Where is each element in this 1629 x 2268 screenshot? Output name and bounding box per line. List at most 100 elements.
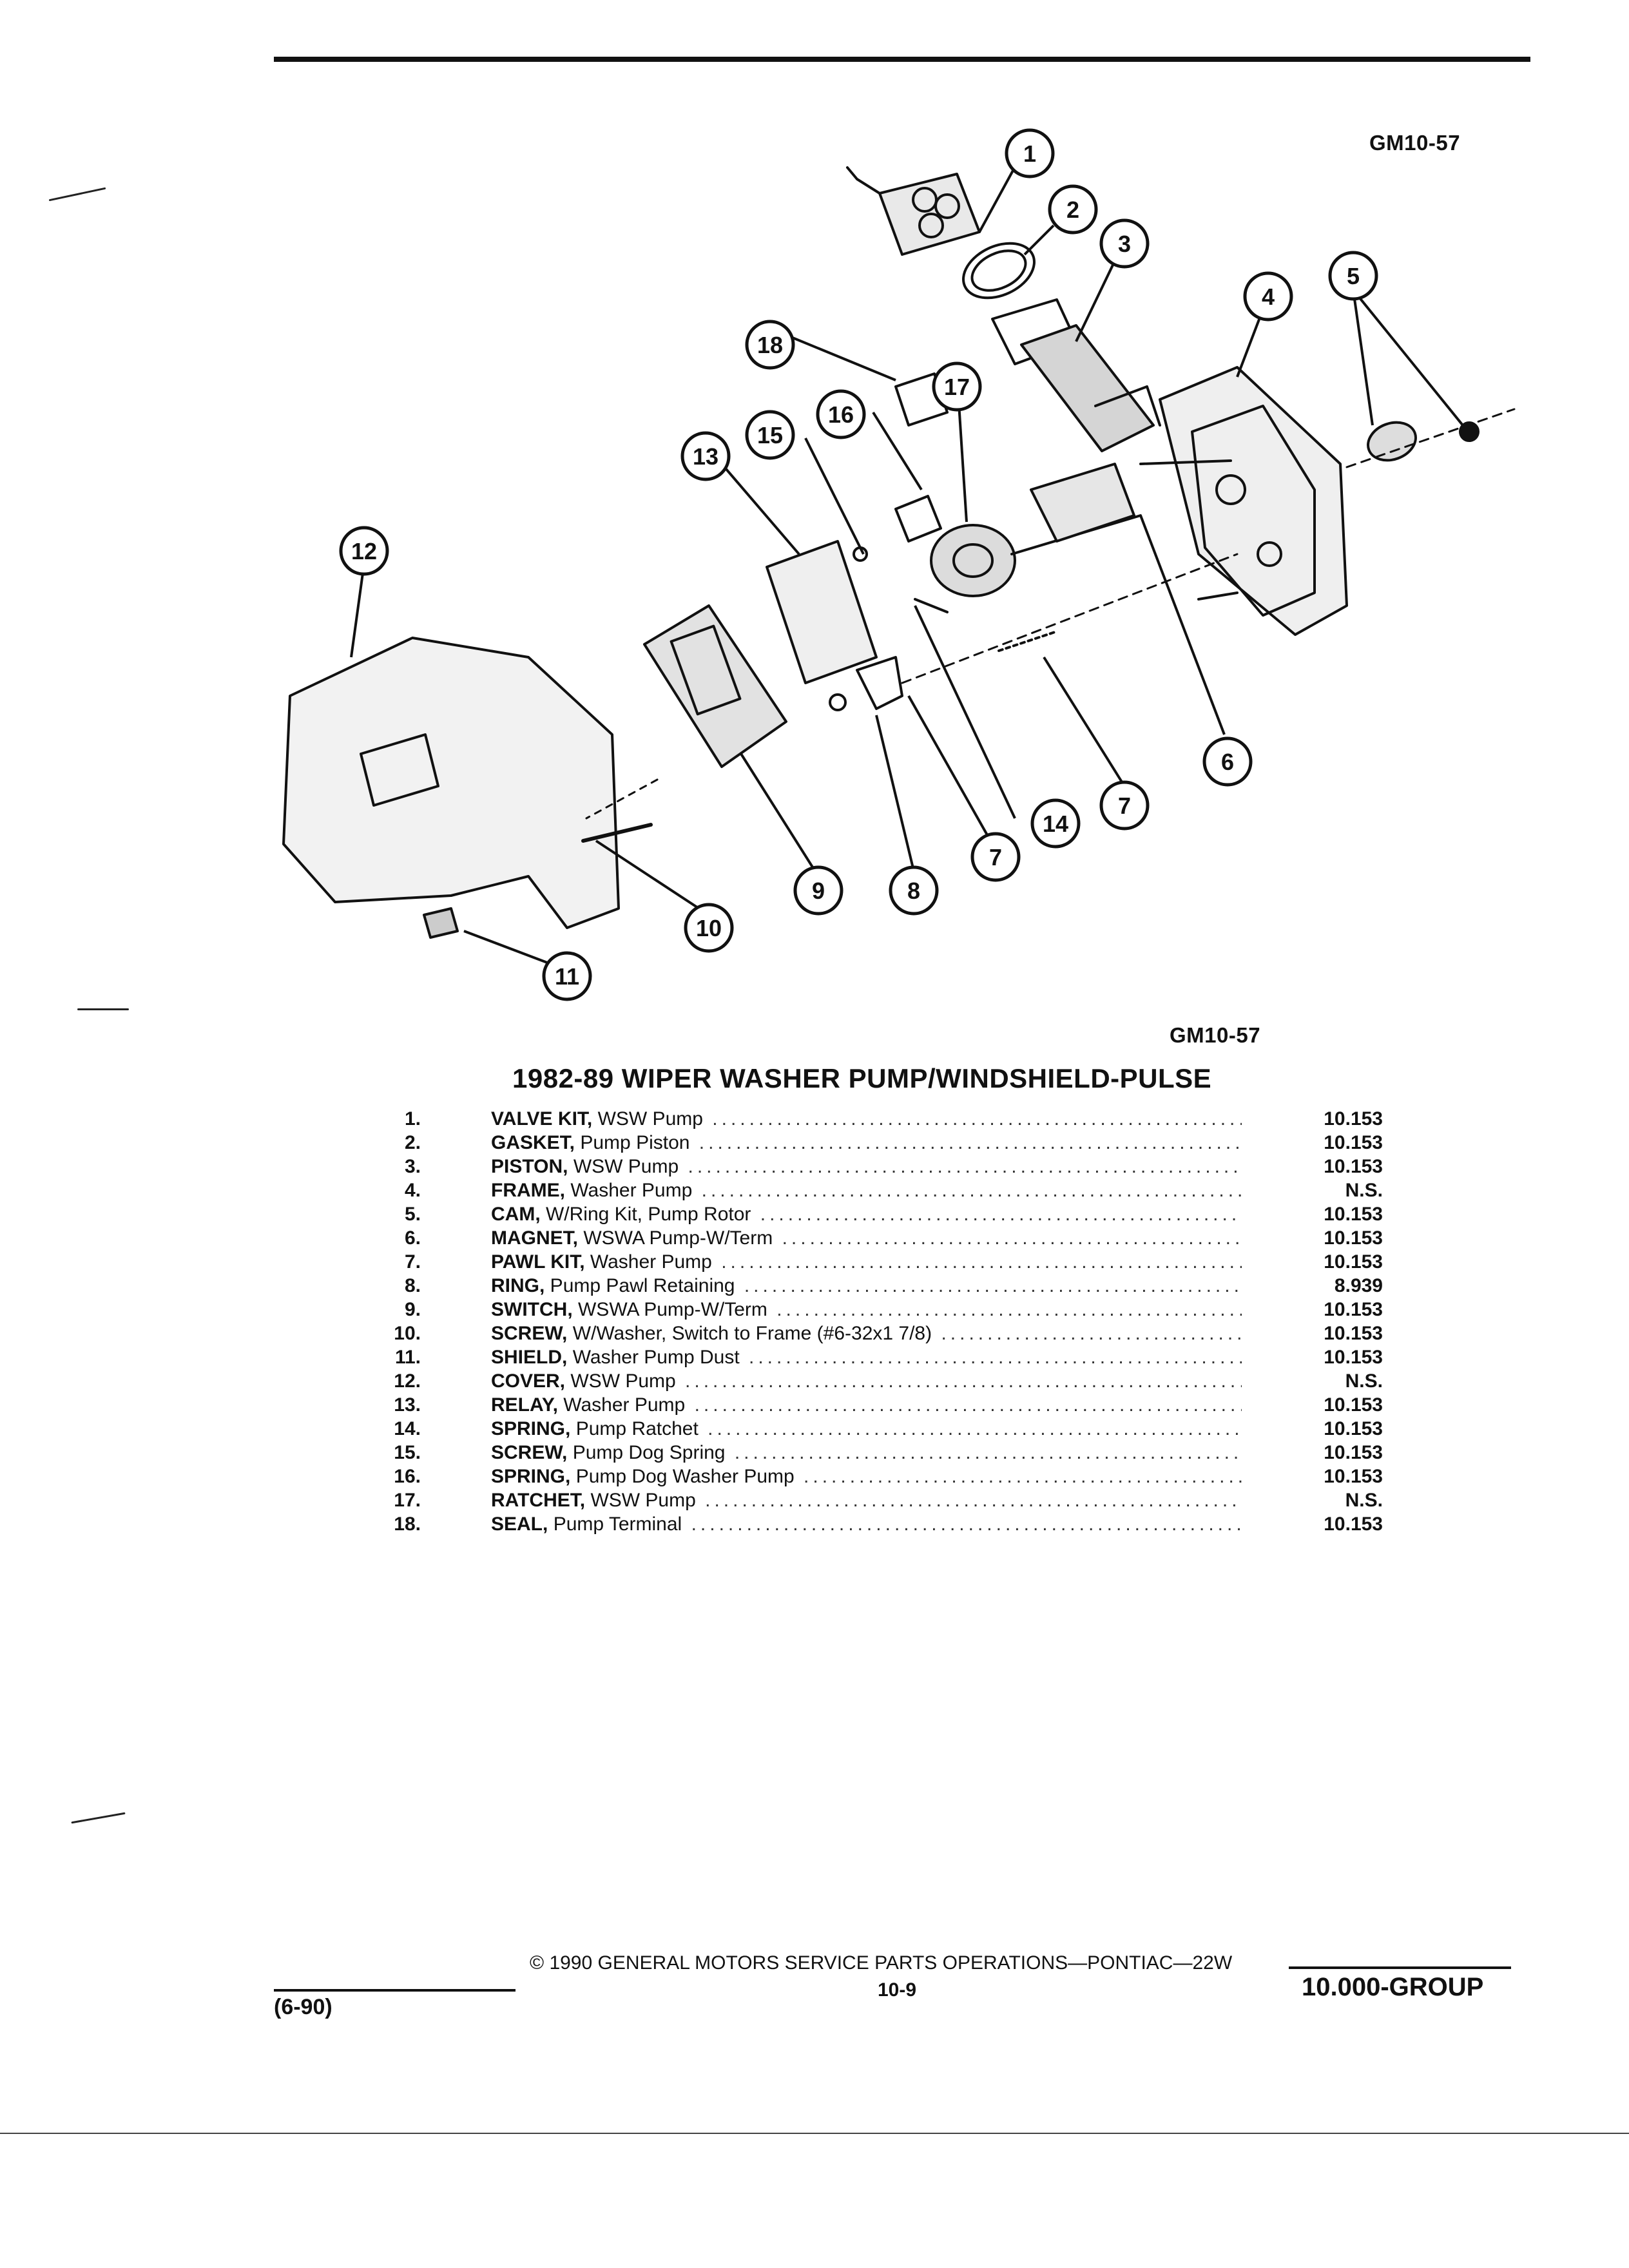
svg-text:2: 2 bbox=[1066, 197, 1079, 223]
part-name: SCREW, bbox=[491, 1323, 568, 1344]
part-description: SEAL, Pump Terminal ....................… bbox=[491, 1514, 1242, 1535]
part-name: VALVE KIT, bbox=[491, 1108, 593, 1129]
callout-4: 4 bbox=[1243, 271, 1293, 322]
svg-text:15: 15 bbox=[757, 422, 783, 448]
gasket-drawing bbox=[962, 242, 1036, 300]
part-description: SCREW, Pump Dog Spring .................… bbox=[491, 1442, 1242, 1463]
frame-drawing bbox=[1139, 366, 1348, 636]
part-number: 11. bbox=[394, 1347, 421, 1368]
part-number: 2. bbox=[404, 1132, 421, 1153]
valve-kit-drawing bbox=[846, 166, 981, 256]
part-description: MAGNET, WSWA Pump-W/Term ...............… bbox=[491, 1227, 1242, 1249]
svg-text:17: 17 bbox=[944, 374, 970, 400]
page-title: 1982-89 WIPER WASHER PUMP/WINDSHIELD-PUL… bbox=[512, 1063, 1212, 1093]
part-row: 5.CAM, W/Ring Kit, Pump Rotor ..........… bbox=[0, 1202, 1629, 1226]
figure-code-bottom: GM10-57 bbox=[1170, 1023, 1261, 1047]
part-detail: Pump Ratchet bbox=[570, 1418, 699, 1439]
part-detail: Pump Piston bbox=[575, 1132, 690, 1153]
callout-7a: 7 bbox=[1099, 780, 1150, 831]
part-row: 2.GASKET, Pump Piston ..................… bbox=[0, 1131, 1629, 1155]
part-row: 7.PAWL KIT, Washer Pump ................… bbox=[0, 1250, 1629, 1274]
part-name: SPRING, bbox=[491, 1466, 571, 1487]
part-row: 16.SPRING, Pump Dog Washer Pump ........… bbox=[0, 1465, 1629, 1488]
part-number: 16. bbox=[394, 1466, 421, 1487]
part-description: COVER, WSW Pump ........................… bbox=[491, 1370, 1242, 1392]
part-detail: WSW Pump bbox=[592, 1108, 703, 1129]
part-detail: Washer Pump bbox=[557, 1394, 686, 1416]
callout-17: 17 bbox=[932, 361, 982, 412]
part-detail: WSWA Pump-W/Term bbox=[578, 1227, 773, 1249]
ratchet-drawing bbox=[930, 463, 1142, 597]
part-name: PAWL KIT, bbox=[491, 1251, 585, 1273]
top-rule bbox=[274, 57, 1530, 62]
part-number: 12. bbox=[394, 1370, 421, 1392]
callout-5: 5 bbox=[1328, 251, 1378, 301]
part-detail: W/Ring Kit, Pump Rotor bbox=[540, 1204, 751, 1225]
callout-16: 16 bbox=[816, 389, 866, 439]
part-group-code: 8.939 bbox=[1334, 1275, 1383, 1296]
part-row: 11. SHIELD, Washer Pump Dust ............… bbox=[0, 1345, 1629, 1369]
dust-shield-drawing bbox=[423, 907, 459, 939]
part-number: 14. bbox=[394, 1418, 421, 1439]
screw-drawing bbox=[581, 823, 653, 843]
retaining-ring-drawing bbox=[829, 693, 847, 711]
callout-10: 10 bbox=[684, 903, 734, 953]
part-number: 4. bbox=[404, 1180, 421, 1201]
svg-text:18: 18 bbox=[757, 332, 783, 358]
part-detail: WSW Pump bbox=[565, 1370, 676, 1392]
part-row: 6. MAGNET, WSWA Pump-W/Term .............… bbox=[0, 1226, 1629, 1250]
part-row: 1.VALVE KIT, WSW Pump ..................… bbox=[0, 1107, 1629, 1131]
callout-2: 2 bbox=[1048, 184, 1098, 235]
part-row: 9.SWITCH, WSWA Pump-W/Term .............… bbox=[0, 1298, 1629, 1321]
svg-text:10: 10 bbox=[696, 915, 722, 941]
part-detail: Washer Pump Dust bbox=[567, 1347, 740, 1368]
part-group-code: 10.153 bbox=[1324, 1466, 1383, 1487]
part-description: FRAME, Washer Pump .....................… bbox=[491, 1180, 1242, 1201]
part-group-code: 10.153 bbox=[1324, 1394, 1383, 1416]
part-detail: Washer Pump bbox=[584, 1251, 712, 1273]
part-description: SPRING, Pump Ratchet ...................… bbox=[491, 1418, 1242, 1439]
part-name: SCREW, bbox=[491, 1442, 568, 1463]
part-name: MAGNET, bbox=[491, 1227, 578, 1249]
part-number: 15. bbox=[394, 1442, 421, 1463]
part-row: 12. COVER, WSW Pump .....................… bbox=[0, 1369, 1629, 1393]
pump-cover-drawing bbox=[282, 637, 620, 929]
part-description: CAM, W/Ring Kit, Pump Rotor ............… bbox=[491, 1204, 1242, 1225]
part-detail: Pump Terminal bbox=[548, 1514, 682, 1535]
part-description: RATCHET, WSW Pump ......................… bbox=[491, 1490, 1242, 1511]
part-detail: Pump Dog Spring bbox=[567, 1442, 726, 1463]
svg-text:13: 13 bbox=[693, 443, 718, 470]
part-group-code: 10.153 bbox=[1324, 1156, 1383, 1177]
part-group-code: 10.153 bbox=[1324, 1323, 1383, 1344]
part-description: SHIELD, Washer Pump Dust ...............… bbox=[491, 1347, 1242, 1368]
callout-6: 6 bbox=[1202, 736, 1253, 787]
part-group-code: N.S. bbox=[1345, 1180, 1383, 1201]
svg-text:4: 4 bbox=[1262, 284, 1275, 310]
part-number: 6. bbox=[404, 1227, 421, 1249]
part-number: 18. bbox=[394, 1514, 421, 1535]
scan-mark bbox=[71, 1812, 126, 1824]
part-group-code: 10.153 bbox=[1324, 1442, 1383, 1463]
exploded-parts-diagram: 1 2 3 4 5 6 7 7 8 9 10 11 12 13 14 15 16… bbox=[282, 128, 1516, 1001]
callout-11: 11 bbox=[542, 951, 592, 1001]
part-group-code: 10.153 bbox=[1324, 1299, 1383, 1320]
pawl-drawing bbox=[856, 656, 903, 710]
svg-text:5: 5 bbox=[1347, 263, 1360, 289]
part-group-code: 10.153 bbox=[1324, 1108, 1383, 1129]
part-number: 17. bbox=[394, 1490, 421, 1511]
callout-7b: 7 bbox=[970, 832, 1021, 882]
part-name: GASKET, bbox=[491, 1132, 575, 1153]
part-name: CAM, bbox=[491, 1204, 541, 1225]
part-description: PISTON, WSW Pump .......................… bbox=[491, 1156, 1242, 1177]
footer-rule-right bbox=[1289, 1966, 1511, 1969]
group-number: 10.000-GROUP bbox=[1302, 1973, 1484, 2001]
callout-12: 12 bbox=[339, 526, 389, 576]
part-name: SPRING, bbox=[491, 1418, 571, 1439]
switch-drawing bbox=[643, 604, 787, 768]
callout-1: 1 bbox=[1005, 128, 1055, 178]
callout-14: 14 bbox=[1030, 798, 1081, 849]
callout-13: 13 bbox=[680, 431, 731, 481]
scan-mark bbox=[48, 187, 106, 202]
part-number: 1. bbox=[404, 1108, 421, 1129]
part-detail: WSWA Pump-W/Term bbox=[572, 1299, 767, 1320]
